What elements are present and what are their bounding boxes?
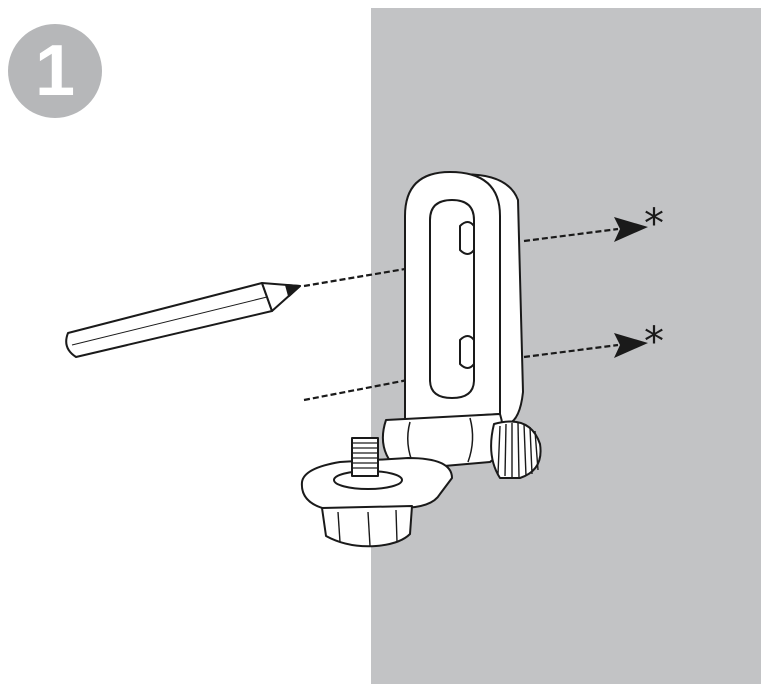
step-number-badge: 1	[8, 24, 102, 118]
step-number: 1	[34, 31, 76, 111]
arrow-head-icon	[614, 333, 648, 358]
guide-line-bottom-right	[523, 343, 619, 359]
asterisk-mark-top: *	[644, 201, 664, 247]
pencil-icon	[65, 282, 301, 358]
mounting-bracket	[300, 171, 542, 548]
guide-line-top-right	[523, 227, 619, 243]
asterisk-mark-bottom: *	[644, 319, 664, 365]
arrow-head-icon	[614, 217, 648, 242]
